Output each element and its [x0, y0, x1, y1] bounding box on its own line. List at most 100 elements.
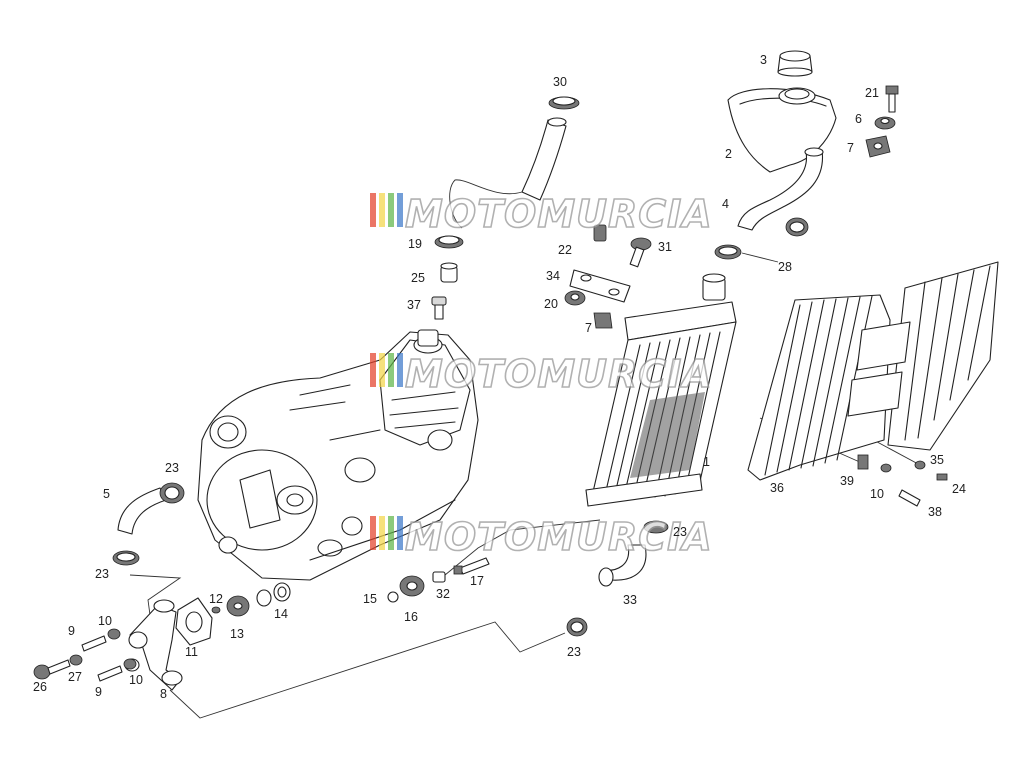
part-label: 8: [160, 687, 167, 701]
part-label: 2: [725, 147, 732, 161]
bolt-9-lower: [97, 658, 137, 682]
watermark-bottom: MOTOMURCIA: [370, 514, 713, 560]
watermark-stripe: [379, 353, 385, 387]
upper-coolant-hose: [449, 117, 567, 229]
part-label: 23: [95, 567, 109, 581]
engine-block: [197, 329, 479, 581]
bolt-21: [885, 85, 899, 113]
clip-7-lower: [593, 312, 613, 329]
part-label: 36: [770, 481, 784, 495]
part-label: 23: [567, 645, 581, 659]
part-label: 34: [546, 269, 560, 283]
bolt-31: [629, 237, 652, 268]
fitting-25: [440, 262, 458, 283]
watermark-stripe: [397, 353, 403, 387]
tank-hose-4: [737, 147, 824, 231]
watermark-stripe: [388, 353, 394, 387]
part-label: 17: [470, 574, 484, 588]
part-label: 33: [623, 593, 637, 607]
part-labels: 1 2 3 4 5 6 7 7 8 9 9 10 10 10 11 12 13 …: [33, 53, 966, 701]
washer-27: [69, 654, 83, 666]
part-label: 23: [165, 461, 179, 475]
part-label: 37: [407, 298, 421, 312]
part-label: 10: [870, 487, 884, 501]
part-label: 12: [209, 592, 223, 606]
part-label: 35: [930, 453, 944, 467]
part-label: 10: [98, 614, 112, 628]
fitting-37: [431, 296, 447, 320]
part-label: 25: [411, 271, 425, 285]
part-label: 28: [778, 260, 792, 274]
hose-clamp-28: [785, 217, 809, 237]
watermark-stripe: [397, 193, 403, 227]
lower-hose-33: [598, 544, 647, 587]
part-label: 30: [553, 75, 567, 89]
part-label: 6: [855, 112, 862, 126]
washer-35: [914, 460, 926, 470]
part-label: 5: [103, 487, 110, 501]
watermark-text: MOTOMURCIA: [405, 352, 713, 396]
part-label: 31: [658, 240, 672, 254]
watermark-stripe: [397, 516, 403, 550]
hose-clamp-23-upper: [159, 482, 185, 504]
bolt-26: [33, 659, 71, 680]
gear-16: [399, 575, 425, 597]
clip-7-upper: [865, 135, 891, 158]
bolt-38: [898, 489, 921, 507]
hose-clamp-23-bottom: [566, 617, 588, 637]
watermark-text: MOTOMURCIA: [405, 515, 713, 559]
watermark-stripe: [379, 516, 385, 550]
hose-clamp-19: [434, 235, 464, 249]
bracket-34: [569, 269, 631, 303]
bushing-32: [432, 571, 446, 583]
watermark-text: MOTOMURCIA: [405, 192, 713, 236]
part-label: 39: [840, 474, 854, 488]
part-label: 9: [95, 685, 102, 699]
part-label: 24: [952, 482, 966, 496]
hose-5: [117, 487, 167, 535]
watermark-top: MOTOMURCIA: [370, 191, 713, 237]
bolt-9-upper: [81, 628, 121, 652]
part-label: 9: [68, 624, 75, 638]
hose-clamp-28b: [714, 244, 742, 260]
clip-39: [857, 454, 869, 470]
washer-10-right: [880, 463, 892, 473]
part-label: 14: [274, 607, 288, 621]
part-label: 27: [68, 670, 82, 684]
ring-15: [387, 591, 399, 603]
radiator: [585, 273, 737, 507]
sensor-17: [453, 557, 490, 575]
hose-clamp-30: [548, 96, 580, 110]
gasket-11: [175, 597, 213, 646]
hose-clamp-23-lower: [112, 550, 140, 566]
part-label: 13: [230, 627, 244, 641]
watermark-stripe: [379, 193, 385, 227]
watermark-stripe: [388, 193, 394, 227]
impeller-13: [226, 595, 250, 617]
grommet-20: [564, 290, 586, 306]
part-label: 23: [673, 525, 687, 539]
part-label: 22: [558, 243, 572, 257]
part-label: 20: [544, 297, 558, 311]
screw-24: [936, 473, 948, 481]
watermark-stripe: [370, 193, 376, 227]
part-label: 7: [585, 321, 592, 335]
part-label: 4: [722, 197, 729, 211]
part-label: 10: [129, 673, 143, 687]
watermark-stripe: [370, 516, 376, 550]
watermark-stripe: [370, 353, 376, 387]
part-label: 7: [847, 141, 854, 155]
part-label: 3: [760, 53, 767, 67]
watermark-stripe: [388, 516, 394, 550]
watermark-middle: MOTOMURCIA: [370, 351, 713, 397]
hose-clamp-23-radiator: [643, 520, 669, 534]
part-label: 16: [404, 610, 418, 624]
part-label: 15: [363, 592, 377, 606]
tank-cap-3: [777, 50, 813, 77]
part-label: 1: [703, 455, 710, 469]
seal-14: [256, 582, 291, 607]
part-label: 38: [928, 505, 942, 519]
bolt-22: [593, 224, 607, 242]
part-label: 32: [436, 587, 450, 601]
